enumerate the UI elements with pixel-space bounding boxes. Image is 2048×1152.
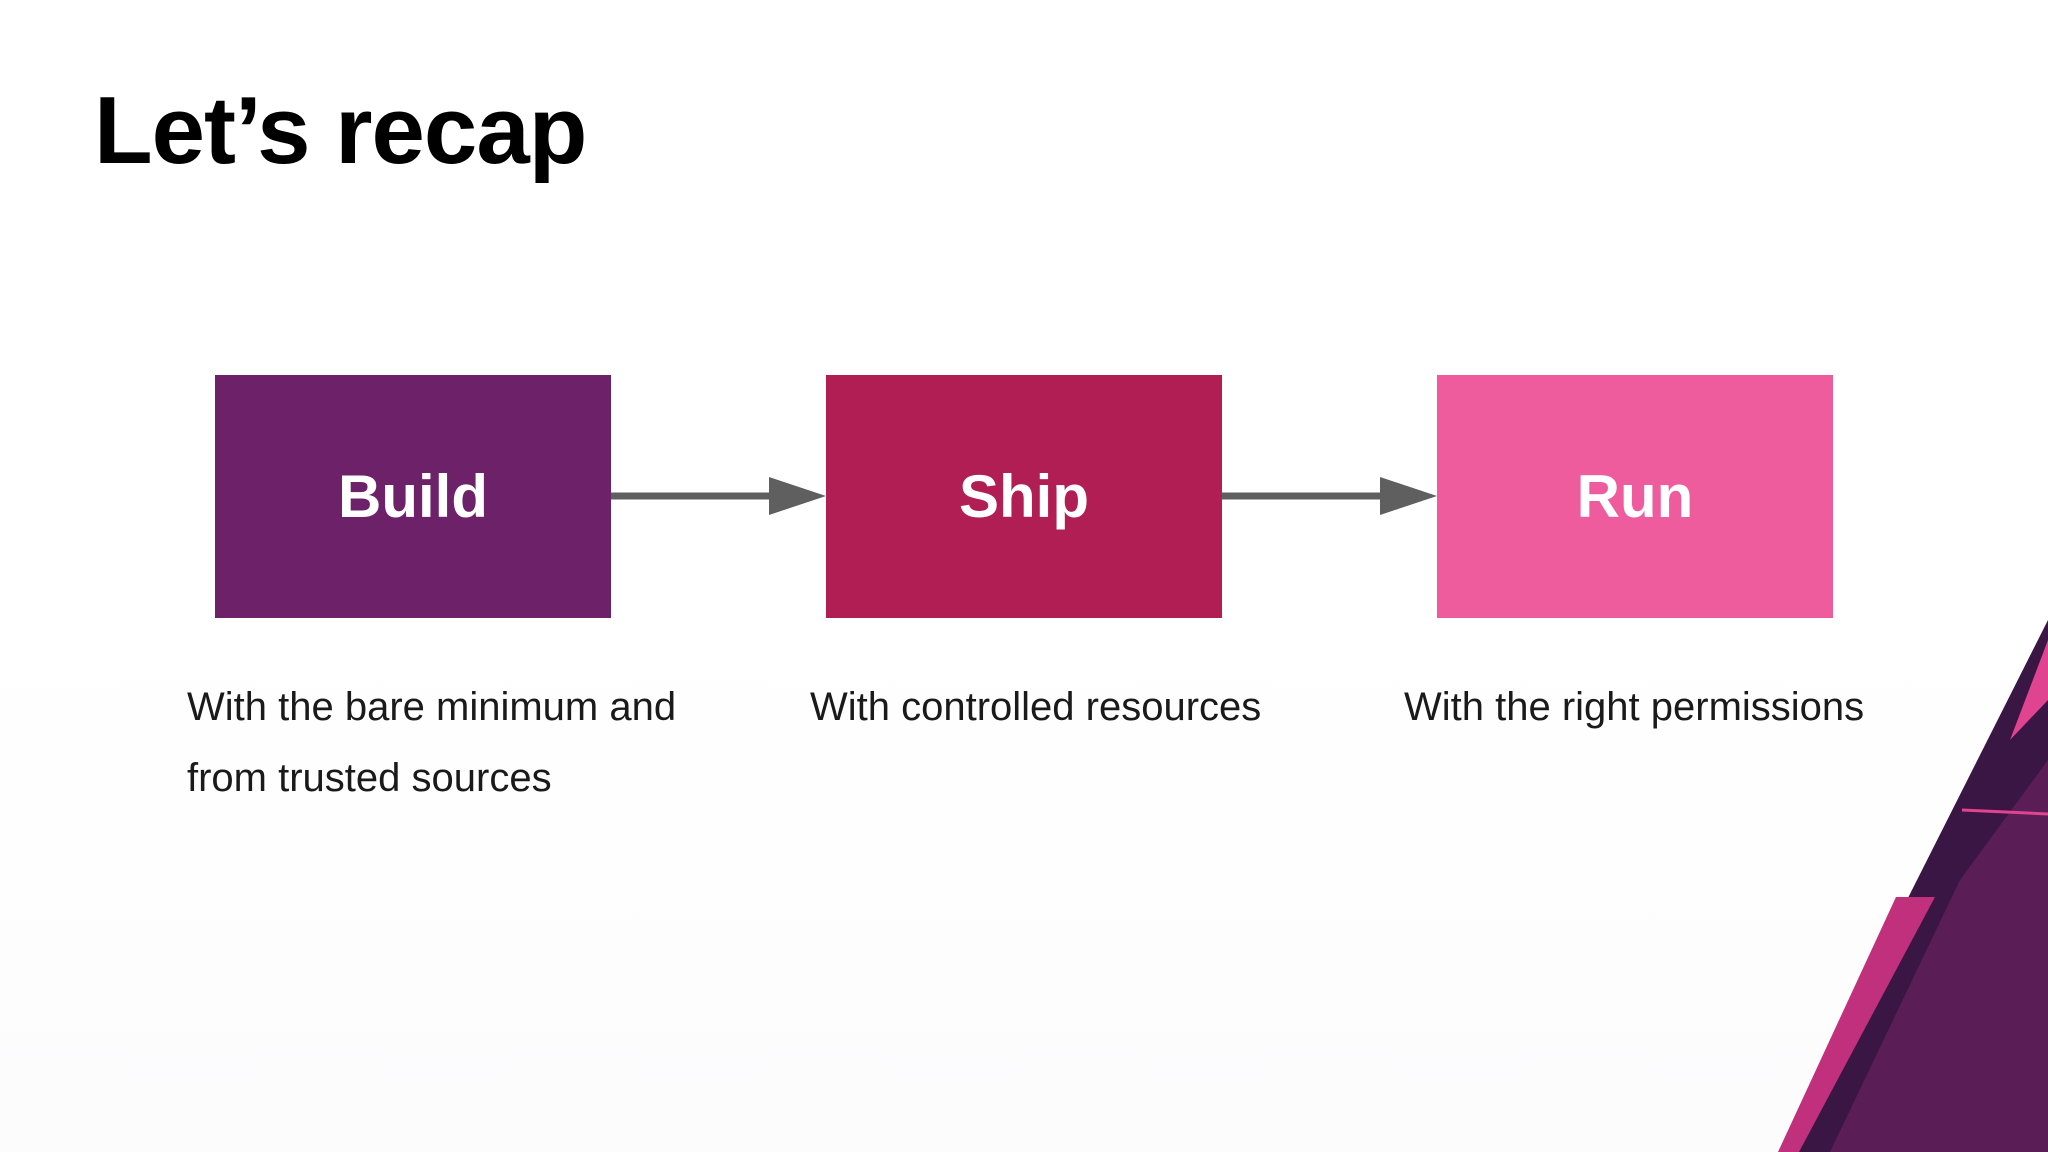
step-build-label: Build bbox=[338, 462, 488, 530]
step-build-box: Build bbox=[215, 375, 611, 618]
decoration-shape-purple bbox=[1830, 760, 2048, 1152]
decoration-shape-dark-band bbox=[1799, 897, 1942, 1152]
slide-title: Let’s recap bbox=[94, 77, 587, 184]
decoration-shape-stripe bbox=[1778, 897, 1940, 1152]
step-build-description: With the bare minimum and from trusted s… bbox=[187, 685, 677, 800]
decoration-line bbox=[1961, 808, 2048, 816]
decoration-shape-accent bbox=[2010, 640, 2048, 740]
step-run-label: Run bbox=[1576, 462, 1694, 530]
arrow-ship-to-run bbox=[1222, 477, 1437, 515]
step-ship-description: With controlled resources bbox=[810, 685, 1262, 729]
step-run-box: Run bbox=[1437, 375, 1833, 618]
background-panel bbox=[0, 620, 2048, 1152]
step-run-description: With the right permissions bbox=[1404, 685, 1865, 729]
step-ship-label: Ship bbox=[959, 462, 1089, 530]
step-ship-box: Ship bbox=[826, 375, 1222, 618]
arrow-build-to-ship bbox=[611, 477, 826, 515]
